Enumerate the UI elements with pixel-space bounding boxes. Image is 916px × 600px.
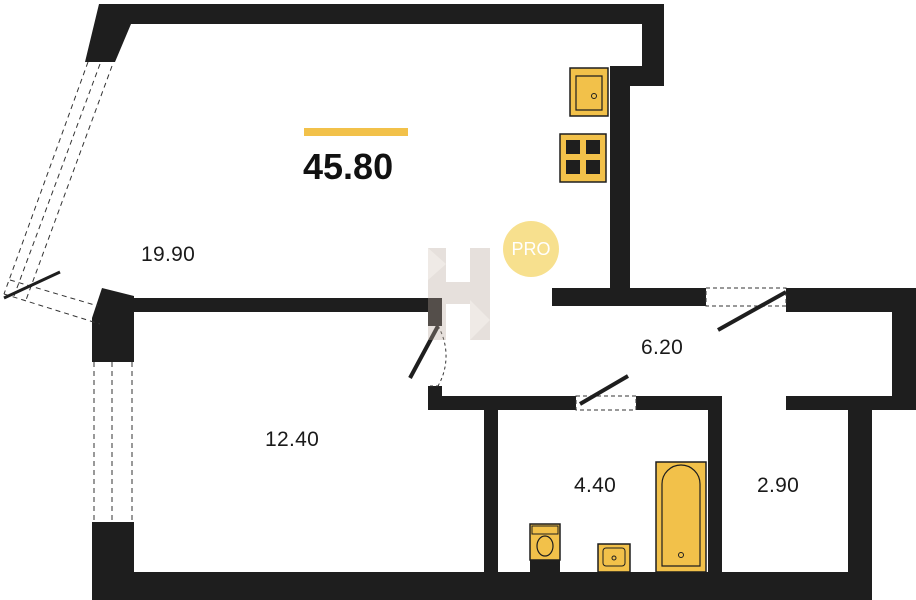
washbasin-icon (597, 543, 631, 573)
window-mullion (3, 270, 61, 300)
living-window (3, 61, 113, 325)
sink-icon (569, 67, 609, 117)
room-area-storage: 2.90 (757, 474, 800, 497)
doors (408, 287, 787, 411)
room-area-bedroom: 12.40 (265, 428, 320, 451)
room-area-living: 19.90 (141, 243, 196, 266)
bedroom-top-wall (120, 298, 438, 312)
pro-badge: PRO (503, 221, 559, 277)
bedroom-window (93, 362, 133, 522)
bathroom-top-wall-right (636, 396, 722, 410)
right-wall-upper (642, 4, 664, 86)
bedroom-door (408, 325, 447, 387)
toilet-icon (529, 523, 561, 572)
bottom-wall (92, 572, 872, 600)
room-area-hall: 6.20 (641, 336, 684, 359)
bathroom-left-wall (484, 396, 498, 586)
hall-top-wall-left (552, 288, 706, 306)
bathroom-right-wall (708, 396, 722, 586)
left-wall-lower (92, 522, 134, 600)
bathroom-door (575, 374, 637, 411)
watermark-logo (428, 248, 490, 340)
bedroom-door-post (428, 298, 442, 326)
bathtub-icon (655, 461, 707, 573)
total-area: 45.80 (303, 146, 394, 187)
right-wall (892, 288, 916, 410)
storage-door (705, 287, 787, 332)
hall-top-wall-right (786, 288, 900, 312)
room-area-bathroom: 4.40 (574, 474, 617, 497)
total-area-accent-bar (304, 128, 408, 136)
right-wall-lower (848, 396, 872, 600)
top-wall (85, 4, 664, 62)
stove-icon (559, 133, 607, 183)
windows (3, 61, 133, 522)
kitchen-inner-wall (610, 66, 630, 306)
bathroom-top-wall-left (428, 396, 576, 410)
walls (85, 4, 916, 600)
